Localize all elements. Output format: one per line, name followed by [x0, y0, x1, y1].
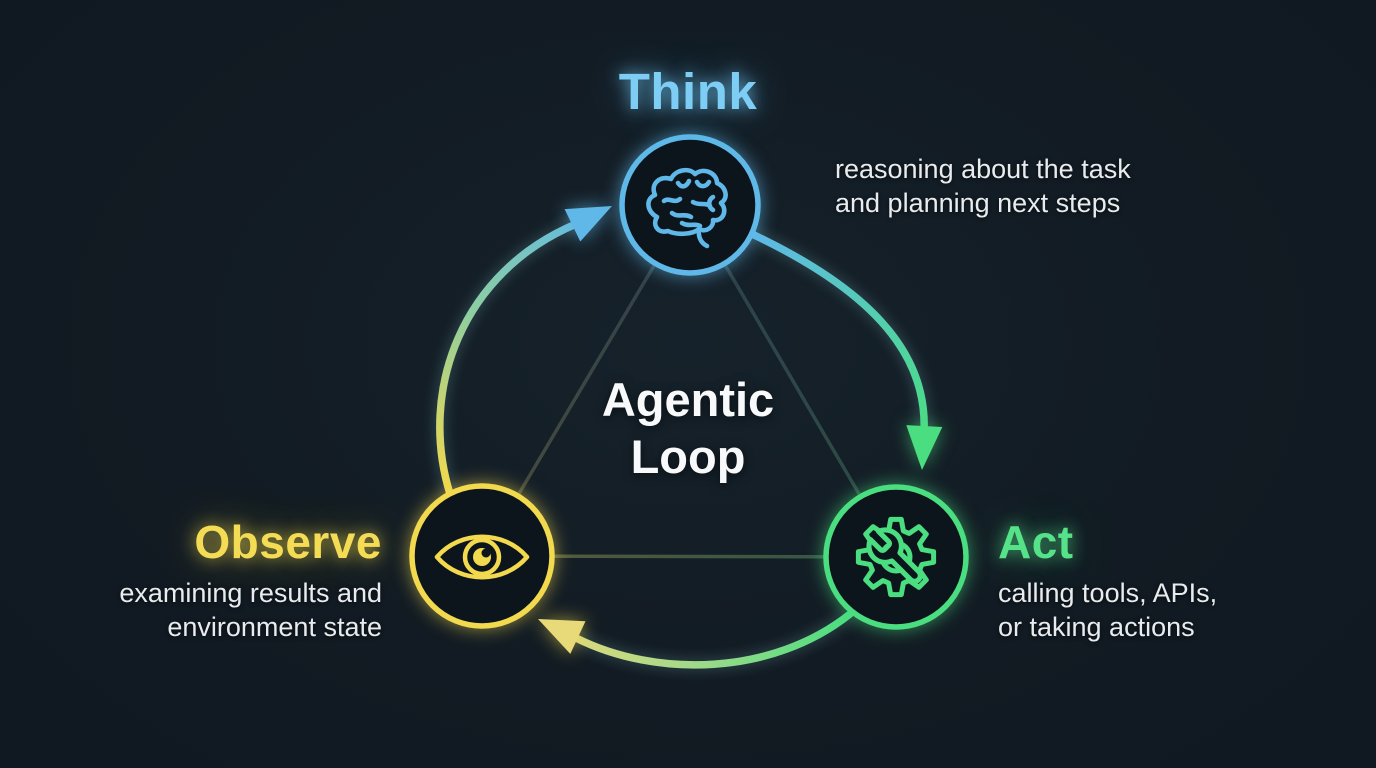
- observe-node: [409, 483, 555, 629]
- think-description-line2: and planning next steps: [835, 188, 1121, 218]
- arrow-observe-to-think: [436, 220, 580, 498]
- act-description-line2: or taking actions: [998, 612, 1195, 642]
- arrow-act-to-observe: [572, 610, 854, 669]
- arrowhead-to-observe: [538, 619, 586, 654]
- act-node: [823, 484, 969, 630]
- act-description-line1: calling tools, APIs,: [998, 578, 1218, 608]
- act-label: Act: [998, 516, 1074, 568]
- gear-outline: [855, 516, 937, 598]
- eye-icon: [434, 534, 530, 580]
- gear-wrench-icon: [855, 516, 937, 598]
- observe-description: examining results and environment state: [119, 576, 382, 644]
- eye-highlight: [481, 548, 491, 558]
- think-node-circle: [619, 134, 761, 276]
- think-description-line1: reasoning about the task: [835, 154, 1131, 184]
- diagram-title: Agentic Loop: [602, 371, 774, 485]
- diagram-title-line2: Loop: [630, 430, 746, 483]
- observe-description-line2: environment state: [167, 612, 382, 642]
- arrowhead-to-act: [906, 425, 943, 470]
- wrench-outline: [866, 527, 923, 584]
- brain-icon: [646, 167, 728, 249]
- diagram-title-line1: Agentic: [601, 373, 775, 426]
- observe-description-line1: examining results and: [119, 578, 382, 608]
- think-label: Think: [618, 63, 758, 120]
- cycle-arrows: [436, 220, 928, 669]
- arrowhead-to-think: [564, 206, 612, 242]
- arrow-think-to-act: [748, 230, 928, 436]
- think-node: [619, 134, 761, 276]
- think-description: reasoning about the task and planning ne…: [835, 152, 1131, 220]
- observe-label: Observe: [194, 516, 382, 568]
- act-description: calling tools, APIs, or taking actions: [998, 576, 1217, 644]
